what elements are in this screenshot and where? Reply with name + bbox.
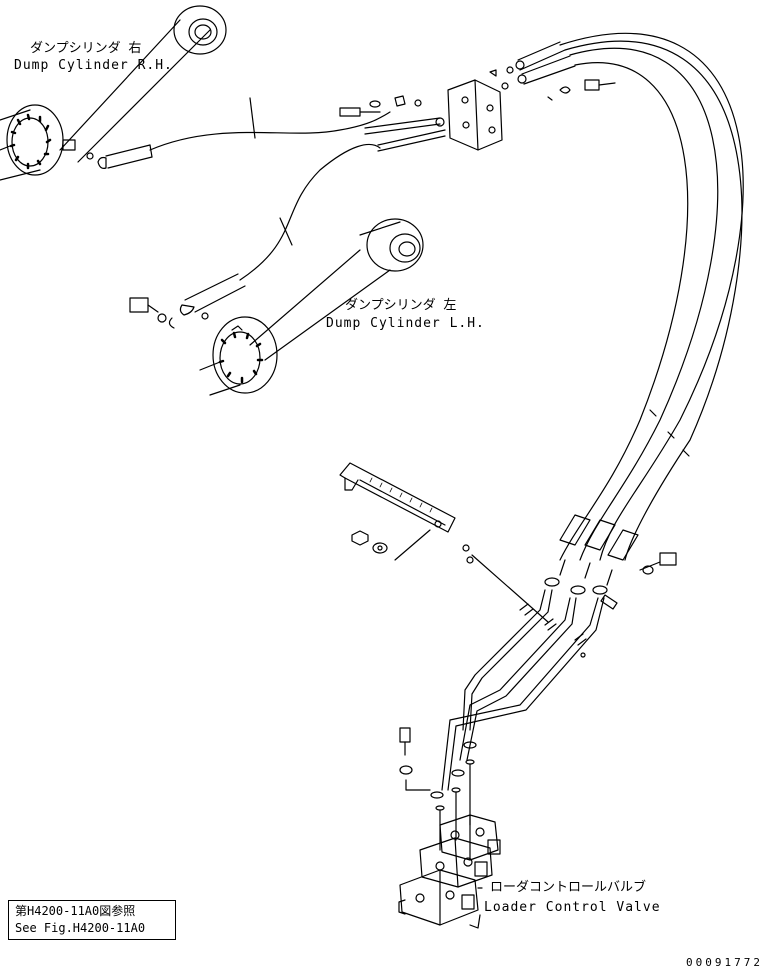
hose-rh-cylinder	[149, 111, 391, 151]
label-dump-cylinder-rh-en: Dump Cylinder R.H.	[14, 58, 173, 73]
label-dump-cylinder-lh-en: Dump Cylinder L.H.	[326, 316, 485, 331]
label-dump-cylinder-lh-jp: ダンプシリンダ 左	[345, 298, 456, 313]
drawing-number: 00091772	[686, 956, 763, 969]
leader-line	[249, 97, 256, 139]
dump-cylinder-rh	[0, 5, 227, 181]
label-dump-cylinder-rh-jp: ダンプシリンダ 右	[30, 41, 141, 56]
label-loader-control-valve-jp: ローダコントロールバルブ	[490, 879, 646, 895]
main-hoses	[544, 32, 744, 610]
label-loader-control-valve-en: Loader Control Valve	[484, 900, 661, 915]
clamp-bracket	[339, 462, 549, 623]
leader-line-2	[279, 217, 293, 246]
hose-block	[339, 41, 616, 152]
figure-reference-en: See Fig.H4200-11A0	[15, 921, 146, 935]
hose-lh-cylinder	[239, 143, 381, 281]
dump-cylinder-lh	[129, 218, 424, 396]
figure-reference-box: 第H4200-11A0図参照 See Fig.H4200-11A0	[8, 900, 176, 940]
figure-reference-jp: 第H4200-11A0図参照	[15, 904, 136, 918]
loader-control-valve	[398, 814, 501, 929]
steel-tubes	[399, 589, 605, 851]
